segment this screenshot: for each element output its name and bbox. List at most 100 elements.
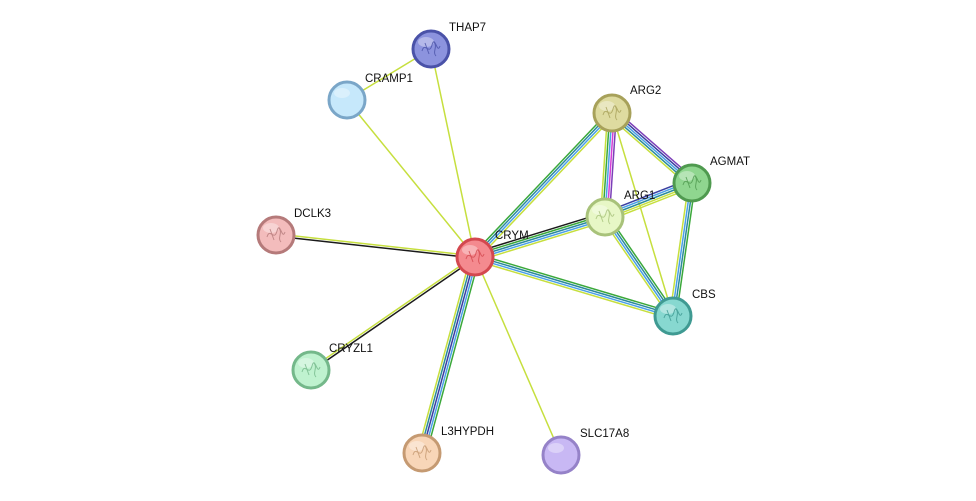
edge-evidence-textmining	[668, 182, 690, 316]
node-thap7[interactable]: THAP7	[411, 22, 486, 69]
edge-evidence-neighborhood	[425, 257, 480, 455]
node-cramp1[interactable]: CRAMP1	[327, 73, 413, 120]
edge-crym-arg2[interactable]	[472, 110, 615, 260]
edge-crym-dclk3[interactable]	[275, 233, 476, 259]
edge-evidence-textmining	[346, 99, 476, 258]
node-label: ARG1	[624, 190, 655, 202]
edge-crym-l3hypdh[interactable]	[417, 255, 480, 455]
edge-evidence-databases	[475, 113, 614, 259]
edge-evidence-textmining	[276, 233, 476, 257]
edge-evidence-databases	[423, 257, 478, 454]
node-agmat[interactable]: AGMAT	[672, 156, 750, 203]
edge-evidence-interaction	[473, 111, 612, 257]
node-label: CBS	[692, 289, 716, 301]
edge-crym-arg1[interactable]	[473, 212, 607, 262]
edge-evidence-neighborhood	[675, 183, 697, 317]
node-circle[interactable]	[672, 163, 712, 203]
edge-evidence-textmining	[476, 220, 607, 262]
edge-evidence-interaction	[605, 215, 675, 316]
edge-evidence-textmining	[309, 255, 475, 370]
node-label: AGMAT	[710, 156, 750, 168]
node-slc17a8[interactable]: SLC17A8	[541, 428, 629, 475]
node-circle[interactable]	[653, 296, 693, 336]
node-label: CRAMP1	[365, 73, 413, 85]
node-cryzl1[interactable]: CRYZL1	[291, 343, 373, 390]
protein-structure-icon	[602, 105, 622, 121]
node-arg2[interactable]: ARG2	[592, 85, 661, 133]
edge-agmat-cbs[interactable]	[668, 182, 697, 317]
node-highlight	[263, 223, 279, 233]
node-highlight	[334, 88, 350, 98]
protein-structure-icon	[412, 445, 432, 461]
node-crym[interactable]: CRYM	[455, 230, 529, 277]
edge-evidence-databases	[671, 182, 692, 316]
node-label: CRYZL1	[329, 343, 373, 355]
node-dclk3[interactable]: DCLK3	[256, 208, 331, 255]
edge-evidence-neighborhood	[475, 253, 675, 314]
node-arg1[interactable]: ARG1	[585, 190, 655, 237]
node-cbs[interactable]: CBS	[653, 289, 716, 336]
node-label: SLC17A8	[580, 428, 629, 440]
edge-evidence-interaction	[475, 255, 674, 316]
edge-evidence-neighborhood	[607, 214, 677, 315]
edge-evidence-homology	[421, 256, 476, 454]
protein-structure-icon	[663, 308, 683, 324]
node-circle[interactable]	[256, 215, 296, 255]
edge-evidence-databases	[474, 257, 673, 318]
edge-evidence-coexpression	[473, 212, 604, 254]
edge-evidence-neighborhood	[474, 214, 605, 256]
node-circle[interactable]	[455, 237, 495, 277]
protein-structure-icon	[301, 362, 321, 378]
node-circle[interactable]	[592, 93, 632, 133]
edge-evidence-textmining	[611, 112, 674, 317]
edge-evidence-textmining	[430, 48, 476, 258]
node-highlight	[679, 171, 695, 181]
node-circle[interactable]	[541, 435, 581, 475]
node-label: THAP7	[449, 22, 486, 34]
node-label: ARG2	[630, 85, 661, 97]
protein-structure-icon	[421, 41, 441, 57]
edge-evidence-databases	[475, 218, 606, 260]
node-circle[interactable]	[411, 29, 451, 69]
node-highlight	[592, 205, 608, 215]
edge-evidence-interaction	[419, 256, 474, 453]
edge-arg1-cbs[interactable]	[601, 214, 677, 319]
node-label: DCLK3	[294, 208, 331, 220]
node-highlight	[418, 37, 434, 47]
node-highlight	[548, 443, 564, 453]
edge-crym-cbs[interactable]	[473, 253, 675, 320]
edge-evidence-neighborhood	[472, 110, 611, 256]
node-highlight	[409, 441, 425, 451]
edge-crym-slc17a8[interactable]	[474, 256, 562, 456]
node-highlight	[298, 358, 314, 368]
edge-arg2-cbs[interactable]	[611, 112, 674, 317]
edge-evidence-textmining	[474, 256, 562, 456]
node-circle[interactable]	[402, 433, 442, 473]
edge-evidence-coexpression	[275, 235, 475, 259]
protein-structure-icon	[595, 209, 615, 225]
node-highlight	[599, 101, 615, 111]
edge-evidence-interaction	[474, 216, 606, 258]
edge-evidence-textmining	[417, 255, 472, 453]
protein-structure-icon	[266, 227, 286, 243]
edge-evidence-textmining	[476, 114, 615, 260]
edge-crym-cryzl1[interactable]	[309, 255, 477, 372]
edge-crym-thap7[interactable]	[430, 48, 476, 258]
node-highlight	[660, 304, 676, 314]
edge-evidence-coexpression	[311, 257, 477, 372]
edge-evidence-databases	[603, 217, 673, 318]
edge-evidence-textmining	[473, 259, 673, 320]
protein-structure-icon	[465, 249, 485, 265]
edge-evidence-interaction	[673, 183, 694, 317]
node-l3hypdh[interactable]: L3HYPDH	[402, 426, 494, 473]
node-circle[interactable]	[291, 350, 331, 390]
node-circle[interactable]	[585, 197, 625, 237]
node-label: L3HYPDH	[441, 426, 494, 438]
node-highlight	[462, 245, 478, 255]
protein-structure-icon	[682, 175, 702, 191]
node-circle[interactable]	[327, 80, 367, 120]
edge-crym-cramp1[interactable]	[346, 99, 476, 258]
node-label: CRYM	[495, 230, 529, 242]
